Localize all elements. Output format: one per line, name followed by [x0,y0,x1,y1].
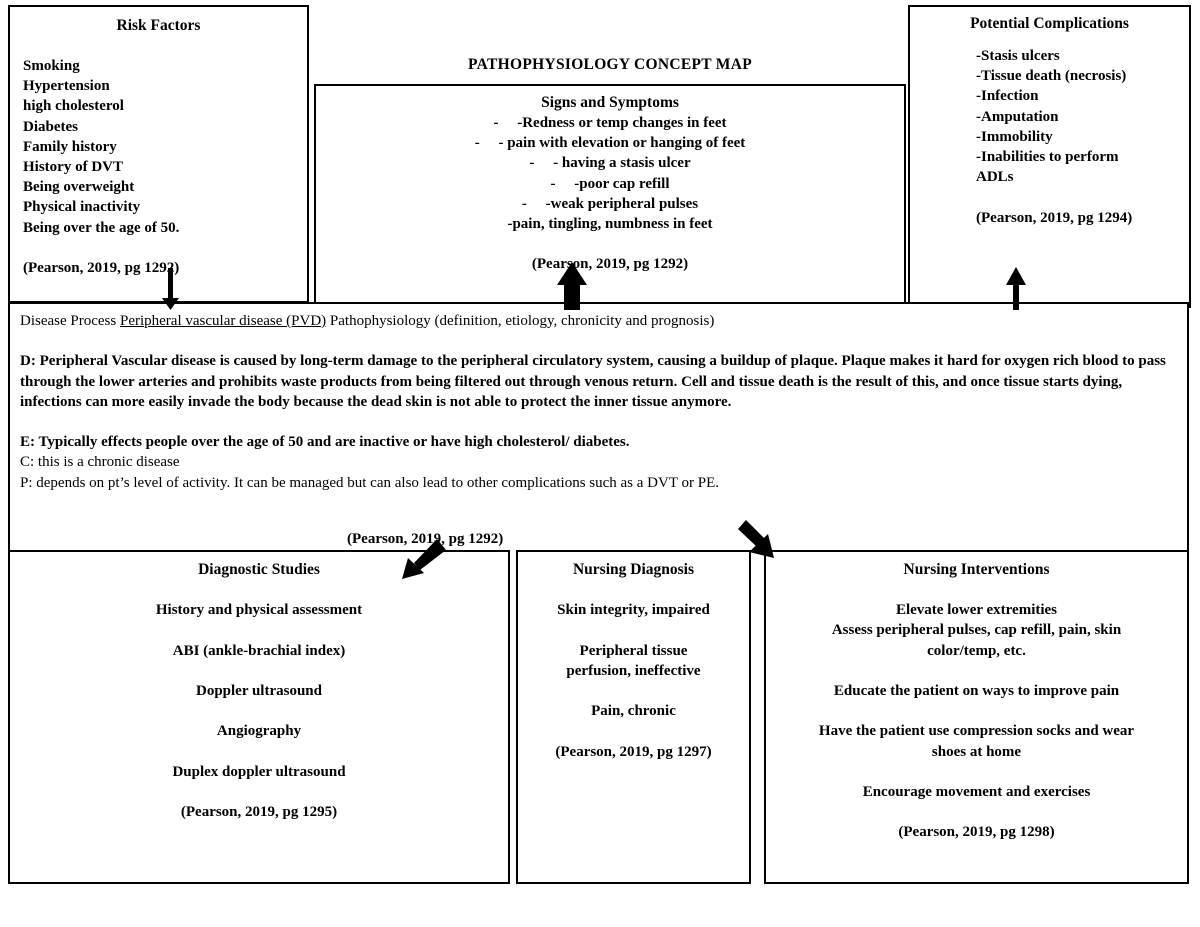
intervention-item: Have the patient use compression socks a… [818,723,1135,740]
nursing-diagnosis-item: Pain, chronic [591,703,676,720]
complication-item: -Infection [976,88,1039,105]
complication-item: -Immobility [976,128,1053,145]
diagnostic-item: Angiography [216,723,302,740]
diagnostic-item: History and physical assessment [155,602,363,619]
risk-factor-item: Hypertension [23,78,110,95]
intervention-item: shoes at home [931,743,1022,760]
nursing-interventions-box: Nursing Interventions Elevate lower extr… [764,550,1189,884]
disease-process-heading: Disease Process Peripheral vascular dise… [20,311,1177,331]
nursing-diagnosis-item: perfusion, ineffective [566,662,701,679]
nursing-diagnosis-item: Skin integrity, impaired [557,602,710,619]
nursing-diagnosis-citation: (Pearson, 2019, pg 1297) [555,743,712,760]
complication-item: -Stasis ulcers [976,48,1060,64]
disease-chronicity: C: this is a chronic disease [20,454,180,471]
disease-citation: (Pearson, 2019, pg 1292) [347,531,504,547]
signs-symptoms-box: Signs and Symptoms - -Redness or temp ch… [314,84,906,306]
heading-prefix: Disease Process [20,313,120,329]
nursing-diagnosis-box: Nursing Diagnosis Skin integrity, impair… [516,550,751,884]
risk-factors-box: Risk Factors Smoking Hypertension high c… [8,5,309,303]
risk-factor-item: Being over the age of 50. [23,219,180,236]
intervention-item: Educate the patient on ways to improve p… [833,682,1120,699]
symptom-item: - -poor cap refill [550,175,670,192]
nursing-interventions-citation: (Pearson, 2019, pg 1298) [898,824,1055,841]
symptom-item: -pain, tingling, numbness in feet [507,216,713,233]
risk-factor-item: Diabetes [23,118,78,135]
complication-item: -Amputation [976,108,1059,125]
nursing-diagnosis-item: Peripheral tissue [579,642,688,659]
diagnostic-studies-title: Diagnostic Studies [198,561,320,578]
complication-item: ADLs [976,169,1014,186]
intervention-item: Encourage movement and exercises [862,783,1091,800]
complication-item: -Tissue death (necrosis) [976,68,1127,85]
complications-citation: (Pearson, 2019, pg 1294) [976,209,1133,226]
diagnostic-item: Duplex doppler ultrasound [172,763,346,780]
intervention-item: Assess peripheral pulses, cap refill, pa… [831,622,1122,639]
symptom-item: - -Redness or temp changes in feet [493,115,727,131]
risk-factor-item: high cholesterol [23,98,124,115]
risk-factor-item: Being overweight [23,179,135,196]
nursing-diagnosis-title: Nursing Diagnosis [572,561,695,578]
complications-box: Potential Complications -Stasis ulcers -… [908,5,1191,308]
risk-factor-item: History of DVT [23,159,123,176]
disease-prognosis: P: depends on pt’s level of activity. It… [20,474,719,491]
intervention-item: Elevate lower extremities [895,602,1058,619]
diagnostic-item: Doppler ultrasound [195,682,322,699]
diagnostic-item: ABI (ankle-brachial index) [172,642,346,659]
disease-process-box: Disease Process Peripheral vascular dise… [8,302,1189,578]
nursing-interventions-title: Nursing Interventions [903,561,1050,578]
signs-symptoms-title: Signs and Symptoms [541,94,679,111]
complications-title: Potential Complications [970,15,1129,32]
disease-definition: D: Peripheral Vascular disease is caused… [20,353,1166,410]
risk-factor-item: Physical inactivity [23,199,141,216]
risk-factors-title: Risk Factors [116,17,201,34]
diagnostic-studies-citation: (Pearson, 2019, pg 1295) [180,804,338,821]
diagnostic-studies-box: Diagnostic Studies History and physical … [8,550,510,884]
signs-symptoms-citation: (Pearson, 2019, pg 1292) [531,256,689,273]
risk-factor-item: Family history [23,138,117,155]
symptom-item: - -weak peripheral pulses [521,195,699,212]
intervention-item: color/temp, etc. [927,642,1026,659]
complication-item: -Inabilities to perform [976,149,1119,166]
disease-etiology: E: Typically effects people over the age… [20,434,630,451]
risk-factors-citation: (Pearson, 2019, pg 1292) [23,260,180,277]
symptom-item: - - having a stasis ulcer [529,155,691,172]
symptom-item: - - pain with elevation or hanging of fe… [474,135,746,152]
concept-map-title: PATHOPHYSIOLOGY CONCEPT MAP [468,56,752,73]
heading-suffix: Pathophysiology (definition, etiology, c… [326,313,715,329]
disease-name: Peripheral vascular disease (PVD) [119,313,327,329]
risk-factor-item: Smoking [23,58,80,74]
